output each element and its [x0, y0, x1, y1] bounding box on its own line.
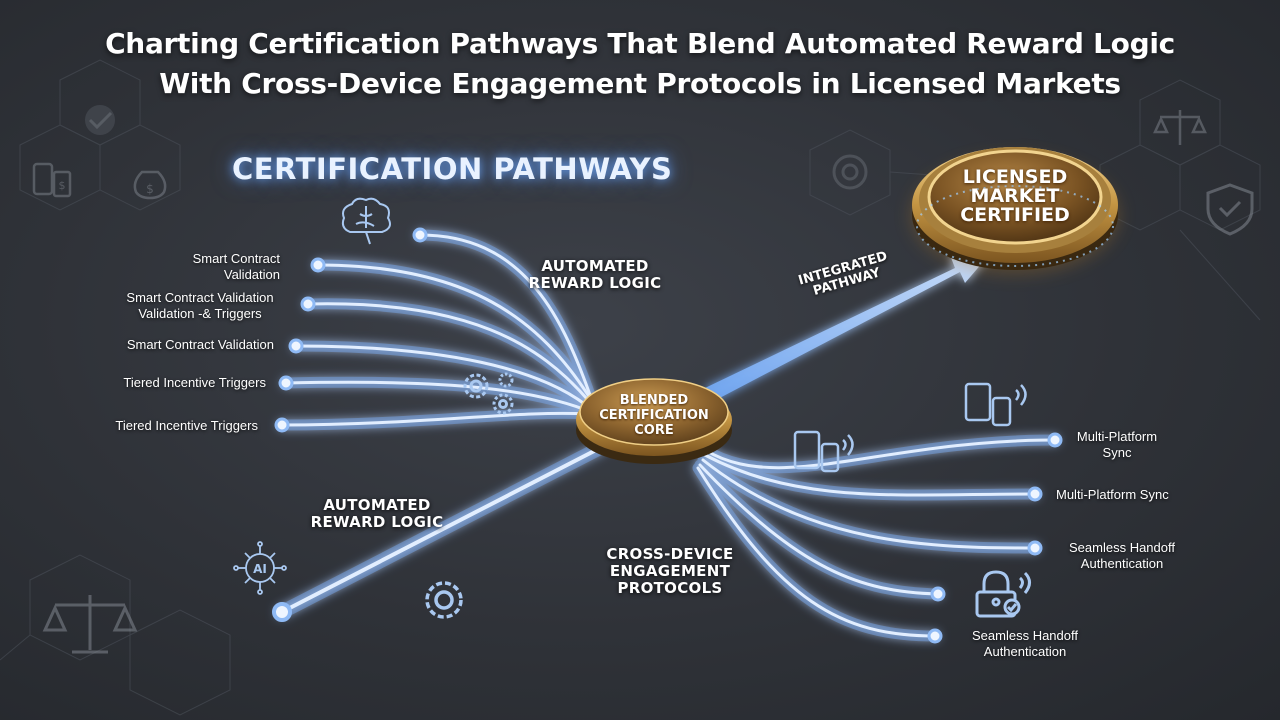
cross-device-line-1: CROSS-DEVICE [606, 545, 734, 563]
licensed-market-badge [910, 147, 1120, 275]
svg-text:$: $ [146, 182, 154, 196]
page-title: Charting Certification Pathways That Ble… [0, 24, 1280, 104]
lower-automated-reward-logic-line-1: AUTOMATED [323, 496, 431, 514]
left-branch-label-2: Smart Contract Validation Validation -& … [100, 290, 300, 322]
certification-core-label: BLENDED CERTIFICATION CORE [583, 393, 725, 438]
left-branch-label-2-line-2: Validation -& Triggers [138, 306, 262, 321]
left-branch-label-4: Tiered Incentive Triggers [123, 375, 266, 390]
right-branch-label-1-line-1: Multi-Platform [1076, 429, 1158, 444]
tablet-phone-icon [793, 430, 854, 473]
integrated-pathway-arrow [705, 248, 995, 402]
title-line-2: With Cross-Device Engagement Protocols i… [159, 67, 1121, 100]
scales-icon [1153, 110, 1207, 145]
automated-reward-logic-line-2: REWARD LOGIC [528, 274, 662, 292]
cross-device-line-3: PROTOCOLS [617, 579, 723, 597]
scales-icon [42, 595, 138, 654]
gears-icon [463, 372, 514, 415]
svg-text:$: $ [59, 179, 66, 192]
automated-reward-logic-line-1: AUTOMATED [541, 257, 649, 275]
brain-icon [341, 197, 391, 245]
shield-check-icon [1206, 183, 1254, 236]
mobile-payment-icon: $ [32, 162, 72, 198]
ai-chip-label: AI [253, 562, 267, 576]
left-pathways [276, 229, 596, 431]
right-branch-label-2: Multi-Platform Sync [1056, 487, 1169, 502]
gear-icon [425, 581, 463, 619]
badge-line-3: CERTIFIED [960, 204, 1070, 226]
right-branch-label-1-line-2: Sync [1102, 445, 1132, 460]
left-branch-label-1-line-1: Smart Contract [192, 251, 280, 266]
left-branch-label-1: Smart Contract Validation [150, 251, 280, 283]
padlock-icon [975, 570, 1031, 618]
title-line-1: Charting Certification Pathways That Ble… [105, 27, 1175, 60]
gear-icon [832, 154, 868, 190]
right-branch-label-3: Seamless Handoff Authentication [1052, 540, 1192, 572]
core-line-1: BLENDED [619, 393, 689, 408]
left-branch-label-3: Smart Contract Validation [126, 337, 274, 352]
handshake-icon [85, 105, 115, 135]
devices-icon [964, 382, 1027, 427]
right-pathway-endpoints [927, 432, 1063, 644]
right-branch-label-3-line-2: Authentication [1080, 556, 1164, 571]
badge-line-1: LICENSED [962, 166, 1068, 188]
left-branch-label-5: Tiered Incentive Triggers [115, 418, 258, 433]
right-branch-label-1: Multi-Platform Sync [1062, 429, 1172, 461]
right-branch-label-4-line-2: Authentication [983, 644, 1067, 659]
cross-device-engagement-caption: CROSS-DEVICE ENGAGEMENT PROTOCOLS [590, 546, 750, 597]
certification-core-coin [576, 378, 732, 464]
lower-left-endpoint [272, 602, 292, 622]
lower-automated-reward-logic-caption: AUTOMATED REWARD LOGIC [300, 497, 454, 531]
left-pathway-endpoints [274, 227, 428, 433]
automated-reward-logic-caption: AUTOMATED REWARD LOGIC [520, 258, 670, 292]
cross-device-line-2: ENGAGEMENT [609, 562, 731, 580]
lower-left-pathway [275, 441, 607, 619]
right-branch-label-4: Seamless Handoff Authentication [954, 628, 1096, 660]
right-branch-label-3-line-1: Seamless Handoff [1069, 540, 1175, 555]
licensed-market-certified-label: LICENSED MARKET CERTIFIED [932, 168, 1098, 225]
section-heading: CERTIFICATION PATHWAYS [232, 152, 673, 186]
core-line-3: CORE [634, 423, 674, 438]
lower-automated-reward-logic-line-2: REWARD LOGIC [310, 513, 444, 531]
core-line-2: CERTIFICATION [599, 408, 709, 423]
badge-line-2: MARKET [970, 185, 1060, 207]
left-branch-label-1-line-2: Validation [223, 267, 280, 282]
right-branch-label-4-line-1: Seamless Handoff [972, 628, 1078, 643]
right-pathways [692, 434, 1061, 642]
ai-chip-icon: AI [233, 541, 287, 595]
left-branch-label-2-line-1: Smart Contract Validation [126, 290, 274, 305]
money-bag-icon: $ [133, 170, 167, 200]
